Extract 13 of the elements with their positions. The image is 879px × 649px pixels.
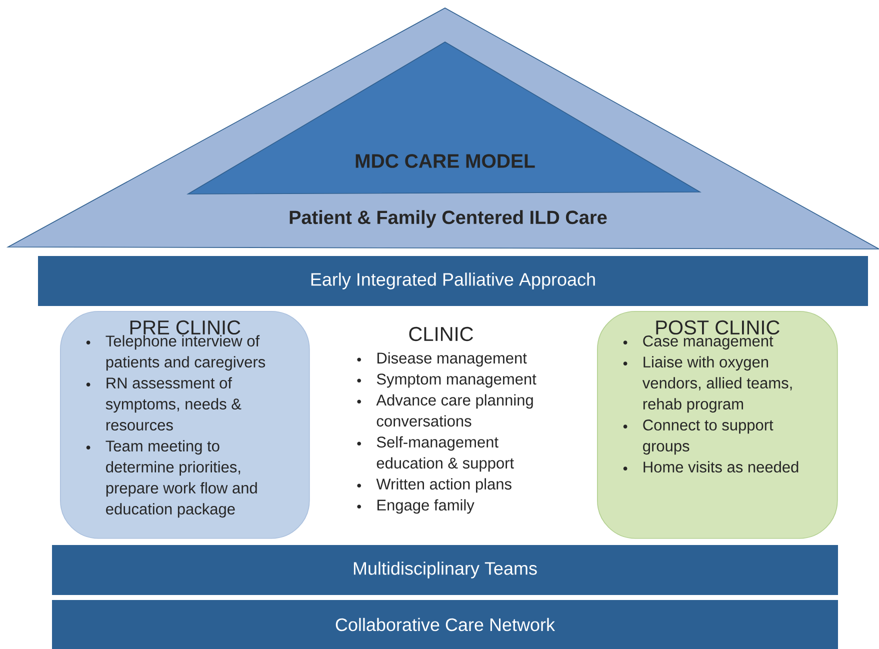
banner-bar: Early Integrated Palliative Approach <box>38 256 868 306</box>
label: Engage family <box>377 499 474 514</box>
phase-card: PRE CLINIC Telephone interview of patients and caregivers RN assessment of symptoms, needs & resources Team meeting to determine priorities, prepare work flow and education package <box>60 311 310 539</box>
banner-bar: Multidisciplinary Teams <box>52 545 838 595</box>
label: Self-management education & support <box>376 436 514 472</box>
banner-bar: Collaborative Care Network <box>52 600 838 649</box>
bullet-list: Disease management Symptom management Advance care planning conversations Self-management education & support Written action plans Engage family <box>357 352 536 514</box>
phase-card: POST CLINIC Case management Liaise with oxygen vendors, allied teams, rehab program Connect to support groups Home visits as needed <box>597 311 838 539</box>
label: Written action plans <box>376 478 512 493</box>
heading: CLINIC <box>409 326 474 342</box>
label: Advance care planning conversations <box>376 394 533 427</box>
label: Disease management <box>377 352 527 367</box>
label: Symptom management <box>376 374 536 388</box>
